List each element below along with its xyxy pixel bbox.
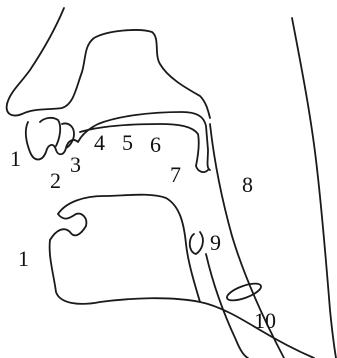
tongue-outline [58,195,200,302]
label-hard-palate-front: 4 [94,130,105,155]
nasal-cavity-outline [22,30,210,118]
label-hard-palate-back: 6 [150,132,161,157]
label-alveolar-ridge: 3 [70,152,81,177]
spine-outline [292,18,336,358]
label-hard-palate-mid: 5 [122,130,133,155]
upper-lip-and-palate-outline [26,112,210,170]
label-lower-lip: 1 [18,246,29,271]
velum-outline [196,166,208,172]
label-upper-lip: 1 [10,146,21,171]
label-larynx: 10 [254,308,276,333]
label-upper-teeth: 2 [50,168,61,193]
label-velum: 7 [170,162,181,187]
label-epiglottis: 9 [210,230,221,255]
epiglottis-outline [190,232,203,254]
lower-lip-outline [50,214,86,240]
nose-outline [7,8,64,116]
label-pharynx: 8 [242,172,253,197]
larynx-ring [225,280,263,304]
